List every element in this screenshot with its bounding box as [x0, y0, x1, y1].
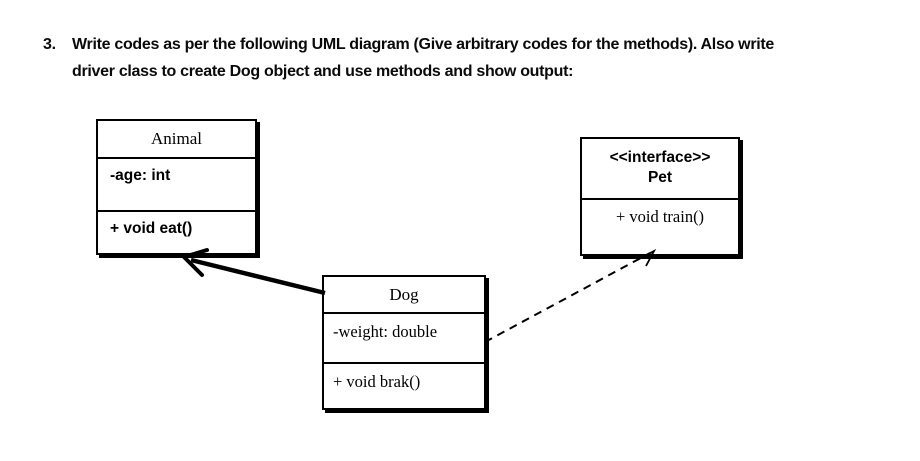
uml-interface-pet: <<interface>> Pet + void train()	[580, 137, 740, 256]
question-line-1: Write codes as per the following UML dia…	[72, 36, 775, 53]
animal-class-name: Animal	[151, 129, 202, 148]
animal-method: + void eat()	[98, 210, 255, 253]
dog-class-name: Dog	[389, 284, 419, 304]
inheritance-arrow-shaft	[190, 257, 326, 296]
uml-class-dog: Dog -weight: double + void brak()	[322, 275, 486, 410]
pet-stereotype: <<interface>>	[609, 149, 711, 166]
dog-attribute: -weight: double	[324, 312, 484, 362]
dog-method: + void brak()	[324, 362, 484, 408]
uml-class-animal: Animal -age: int + void eat()	[96, 119, 257, 255]
question-number: 3.	[43, 36, 56, 53]
pet-method: + void train()	[582, 198, 738, 254]
question-text: Write codes as per the following UML dia…	[72, 31, 774, 85]
question-line-2: driver class to create Dog object and us…	[72, 63, 574, 80]
question: 3. Write codes as per the following UML …	[43, 31, 893, 85]
pet-class-name: Pet	[647, 169, 673, 186]
pet-title-compartment: <<interface>> Pet	[582, 139, 738, 198]
animal-attribute: -age: int	[98, 157, 255, 210]
realization-arrow-shaft	[484, 252, 651, 343]
